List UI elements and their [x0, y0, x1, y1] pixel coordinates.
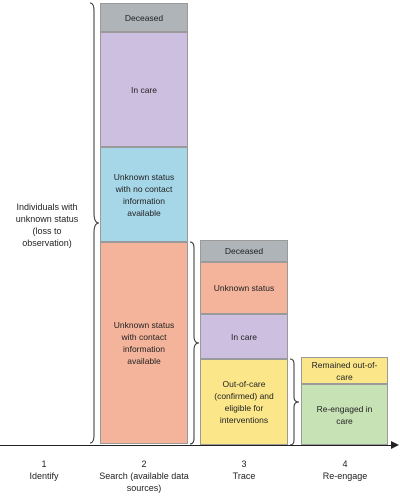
search-unknown-with-contact-block: Unknown status with contact information …	[100, 242, 188, 444]
step-number: 1	[41, 459, 47, 469]
identify-label: Individuals with unknown status (loss to…	[15, 202, 79, 248]
reengage-reengaged-block: Re-engaged in care	[301, 384, 388, 445]
step-name: Trace	[232, 471, 256, 481]
step-name: Re-engage	[322, 471, 368, 481]
trace-out-of-care-block: Out-of-care (confirmed) and eligible for…	[200, 359, 288, 445]
step-number: 4	[342, 459, 348, 469]
step-reengage: 4 Re-engage	[310, 458, 380, 482]
axis-arrow-icon	[391, 441, 399, 449]
trace-in-care-block: In care	[200, 314, 288, 359]
reengage-remained-out-block: Remained out-of-care	[301, 357, 388, 384]
step-trace: 3 Trace	[214, 458, 274, 482]
search-in-care-block: In care	[100, 32, 188, 147]
search-unknown-no-contact-block: Unknown status with no contact informati…	[100, 147, 188, 242]
identify-brace	[89, 2, 100, 444]
step-name: Search (available data sources)	[99, 471, 189, 493]
search-deceased-block: Deceased	[100, 3, 188, 32]
trace-unknown-status-block: Unknown status	[200, 262, 288, 314]
axis-line	[0, 445, 392, 446]
step-search: 2 Search (available data sources)	[94, 458, 194, 494]
step-identify: 1 Identify	[14, 458, 74, 482]
step-number: 2	[141, 459, 147, 469]
trace-deceased-block: Deceased	[200, 240, 288, 262]
trace-brace	[289, 358, 300, 446]
step-name: Identify	[29, 471, 59, 481]
step-number: 3	[241, 459, 247, 469]
search-brace	[189, 241, 200, 445]
